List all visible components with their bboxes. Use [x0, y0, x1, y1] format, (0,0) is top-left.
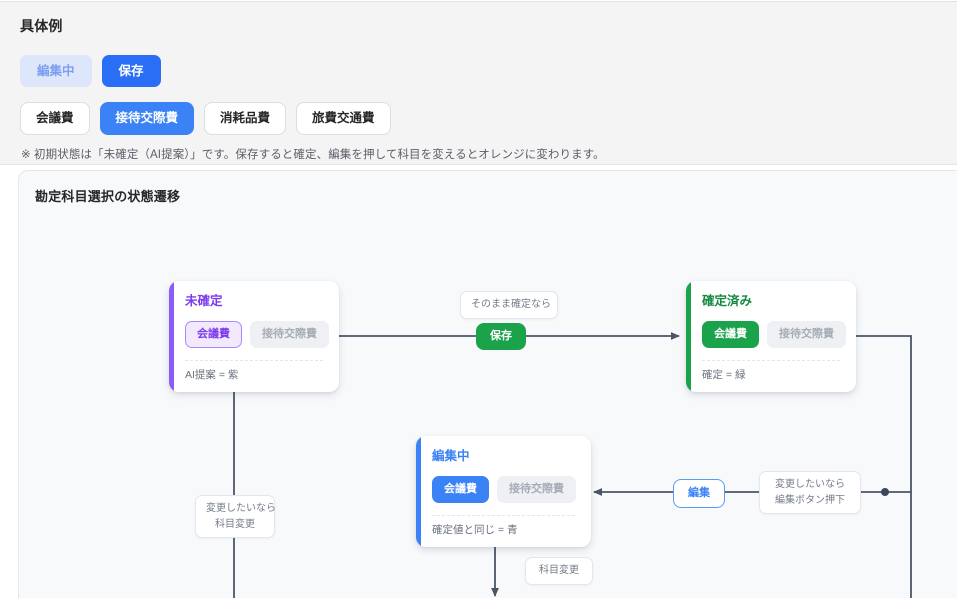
node-editing[interactable]: 編集中 会議費 接待交際費 確定値と同じ = 青 — [416, 436, 591, 547]
chip-kaigihi[interactable]: 会議費 — [185, 320, 242, 348]
node-divider — [432, 514, 575, 516]
node-editing-chips: 会議費 接待交際費 — [432, 475, 576, 503]
change-condition-line-2: 科目変更 — [215, 518, 255, 530]
node-divider — [185, 359, 323, 361]
chip-kaigihi[interactable]: 会議費 — [702, 320, 759, 348]
tab-ryohikotsuhi[interactable]: 旅費交通費 — [296, 102, 391, 135]
change-condition-line-1: 変更したいなら — [206, 503, 276, 514]
edge-label-edit-condition: 変更したいなら 編集ボタン押下 — [759, 471, 861, 514]
edge-label-confirm-condition: そのまま確定なら — [460, 291, 558, 319]
node-editing-footnote: 確定値と同じ = 青 — [432, 523, 518, 536]
edge-pill-save[interactable]: 保存 — [476, 323, 526, 350]
demo-title: 具体例 — [20, 18, 63, 34]
edge-junction-dot — [881, 488, 889, 496]
chip-settaikosaihi[interactable]: 接待交際費 — [767, 320, 846, 348]
tab-kaigihi[interactable]: 会議費 — [20, 102, 90, 135]
edge-pill-edit[interactable]: 編集 — [673, 479, 725, 508]
node-confirmed-chips: 会議費 接待交際費 — [702, 320, 846, 348]
demo-note: ※ 初期状態は「未確定（AI提案）」です。保存すると確定、編集を押して科目を変え… — [21, 148, 605, 161]
category-tab-row: 会議費 接待交際費 消耗品費 旅費交通費 — [20, 102, 939, 135]
editing-state-button[interactable]: 編集中 — [20, 54, 92, 88]
node-undetermined-title: 未確定 — [185, 294, 223, 308]
edge-label-change-condition: 変更したいなら 科目変更 — [195, 495, 276, 538]
edit-condition-line-1: 変更したいなら — [775, 479, 845, 490]
node-confirmed[interactable]: 確定済み 会議費 接待交際費 確定 = 緑 — [686, 281, 856, 392]
node-confirmed-title: 確定済み — [702, 294, 753, 308]
chip-settaikosaihi[interactable]: 接待交際費 — [250, 320, 329, 348]
node-confirmed-footnote: 確定 = 緑 — [702, 368, 746, 381]
node-undetermined-footnote: AI提案 = 紫 — [185, 368, 239, 381]
save-button[interactable]: 保存 — [101, 54, 161, 88]
edit-condition-line-2: 編集ボタン押下 — [775, 494, 845, 506]
edge-confirmed-right-down — [846, 335, 912, 492]
chip-kaigihi[interactable]: 会議費 — [432, 475, 489, 503]
tab-settaikosaihi[interactable]: 接待交際費 — [99, 102, 195, 135]
state-button-row: 編集中 保存 — [20, 54, 939, 88]
chip-settaikosaihi[interactable]: 接待交際費 — [497, 475, 576, 503]
tab-shomohinhi[interactable]: 消耗品費 — [204, 102, 287, 135]
diagram-card: 勘定科目選択の状態遷移 — [18, 170, 957, 598]
node-undetermined-chips: 会議費 接待交際費 — [185, 320, 329, 348]
diagram-canvas: 未確定 会議費 接待交際費 AI提案 = 紫 確定済み 会議費 接待交際費 確定… — [19, 171, 957, 598]
edge-label-change-item: 科目変更 — [525, 557, 593, 585]
node-editing-title: 編集中 — [432, 449, 470, 463]
node-undetermined[interactable]: 未確定 会議費 接待交際費 AI提案 = 紫 — [169, 281, 339, 392]
demo-panel: 具体例 編集中 保存 会議費 接待交際費 消耗品費 旅費交通費 ※ 初期状態は「… — [0, 1, 957, 165]
node-divider — [702, 359, 840, 361]
diagram-title: 勘定科目選択の状態遷移 — [35, 189, 181, 204]
